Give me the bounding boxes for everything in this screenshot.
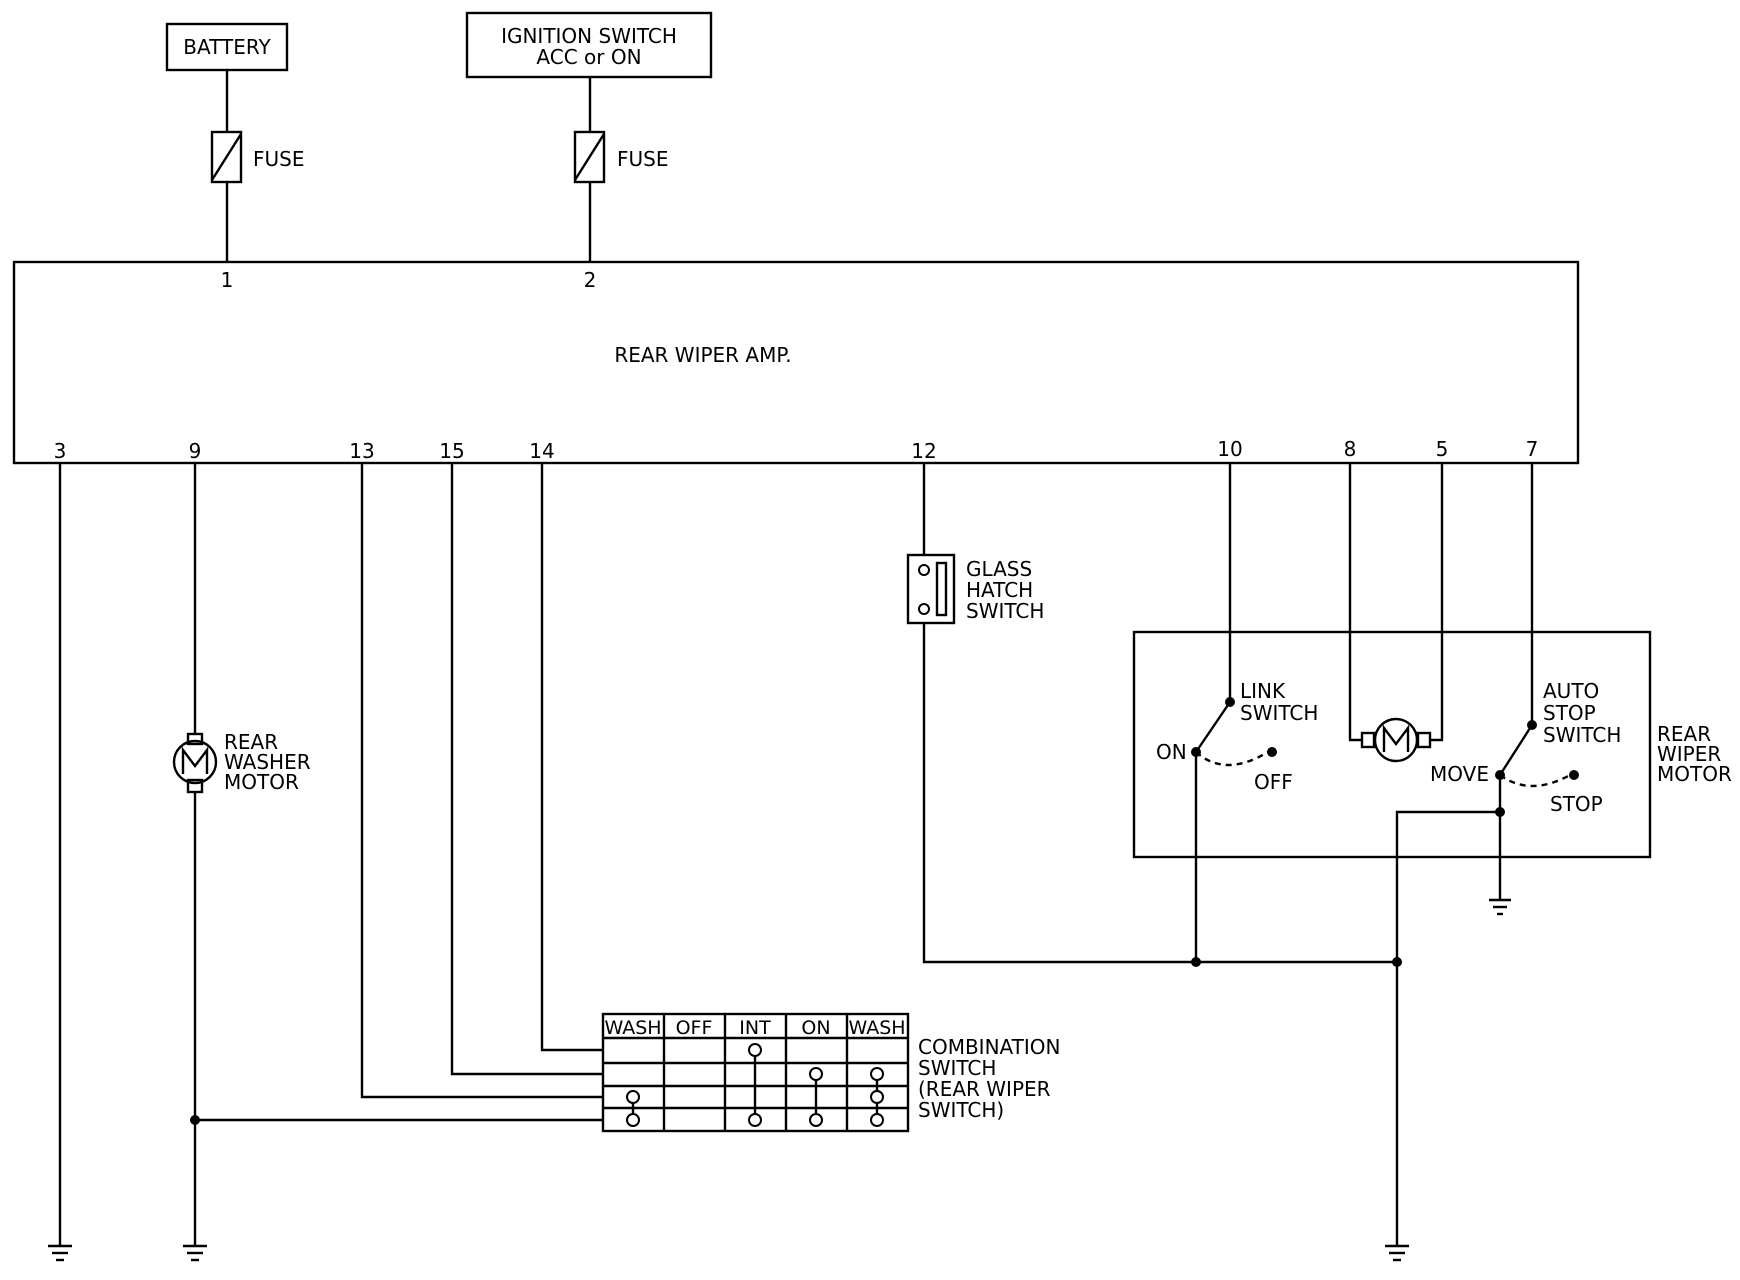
ground-icon (1385, 1244, 1409, 1262)
link-switch-label-1: LINK (1240, 679, 1286, 703)
battery-block: BATTERY (165, 22, 289, 72)
washer-motor-label-3: MOTOR (224, 770, 299, 794)
ground-icon (1489, 898, 1511, 916)
glass-hatch-switch-circuit: GLASS HATCH SWITCH (906, 463, 1397, 964)
pin-2: 2 (584, 268, 597, 292)
rear-wiper-amp: REAR WIPER AMP. 1 2 3 9 13 15 14 12 10 8… (12, 260, 1580, 465)
auto-stop-label-1: AUTO (1543, 679, 1599, 703)
washer-motor-icon (172, 732, 218, 794)
combination-switch-label-2: SWITCH (918, 1056, 996, 1080)
auto-stop-move-label: MOVE (1430, 762, 1489, 786)
fuse-1-label: FUSE (253, 147, 304, 171)
auto-stop-label-3: SWITCH (1543, 723, 1621, 747)
auto-stop-stop-label: STOP (1550, 792, 1603, 816)
battery-label: BATTERY (183, 35, 271, 59)
wiper-motor-label-1: REAR (1657, 722, 1711, 746)
pin-1: 1 (221, 268, 234, 292)
ignition-label-line1: IGNITION SWITCH (501, 24, 677, 48)
washer-motor-label-1: REAR (224, 730, 278, 754)
fuse-2: FUSE (573, 77, 668, 262)
rear-washer-motor-circuit: REAR WASHER MOTOR (172, 463, 311, 1262)
auto-stop-label-2: STOP (1543, 701, 1596, 725)
ground-icon (183, 1244, 207, 1262)
glass-hatch-label-2: HATCH (966, 578, 1033, 602)
pin-14: 14 (529, 439, 554, 463)
pin-3: 3 (54, 439, 67, 463)
position-on: ON (801, 1017, 830, 1039)
pin-8: 8 (1344, 437, 1357, 461)
pin-9: 9 (189, 439, 202, 463)
link-switch-off-label: OFF (1254, 770, 1293, 794)
ground-icon (48, 1244, 72, 1262)
position-wash-1: WASH (604, 1017, 661, 1039)
combination-switch: WASH OFF INT ON WASH COMBINATION SWITCH … (601, 1012, 1061, 1133)
wiper-motor-label-3: MOTOR (1657, 762, 1732, 786)
combination-switch-label-4: SWITCH) (918, 1098, 1004, 1122)
wiper-motor-label-2: WIPER (1657, 742, 1721, 766)
wiper-motor-icon (1348, 463, 1444, 763)
ignition-label-line2: ACC or ON (536, 45, 641, 69)
combination-switch-wiring (190, 463, 603, 1125)
rear-wiper-motor: REAR WIPER MOTOR LINK SWITCH ON OFF (1132, 463, 1732, 1262)
pin-12: 12 (911, 439, 936, 463)
glass-hatch-label-3: SWITCH (966, 599, 1044, 623)
ground-wire-pin-3 (48, 463, 72, 1262)
glass-hatch-label-1: GLASS (966, 557, 1032, 581)
pin-7: 7 (1526, 437, 1539, 461)
pin-10: 10 (1217, 437, 1242, 461)
combination-switch-label-3: (REAR WIPER (918, 1077, 1051, 1101)
auto-stop-switch: AUTO STOP SWITCH MOVE STOP (1385, 463, 1621, 1262)
fuse-2-label: FUSE (617, 147, 668, 171)
fuse-1: FUSE (210, 70, 304, 262)
pin-5: 5 (1436, 437, 1449, 461)
link-switch-label-2: SWITCH (1240, 701, 1318, 725)
washer-motor-label-2: WASHER (224, 750, 311, 774)
link-switch-on-label: ON (1156, 740, 1187, 764)
position-off: OFF (676, 1017, 713, 1039)
amp-label: REAR WIPER AMP. (614, 343, 791, 367)
position-wash-2: WASH (848, 1017, 905, 1039)
pin-15: 15 (439, 439, 464, 463)
combination-switch-label-1: COMBINATION (918, 1035, 1061, 1059)
link-switch: LINK SWITCH ON OFF (1156, 463, 1318, 967)
ignition-switch-block: IGNITION SWITCH ACC or ON (465, 11, 713, 79)
pin-13: 13 (349, 439, 374, 463)
position-int: INT (739, 1017, 771, 1039)
glass-hatch-switch-icon (906, 553, 956, 625)
